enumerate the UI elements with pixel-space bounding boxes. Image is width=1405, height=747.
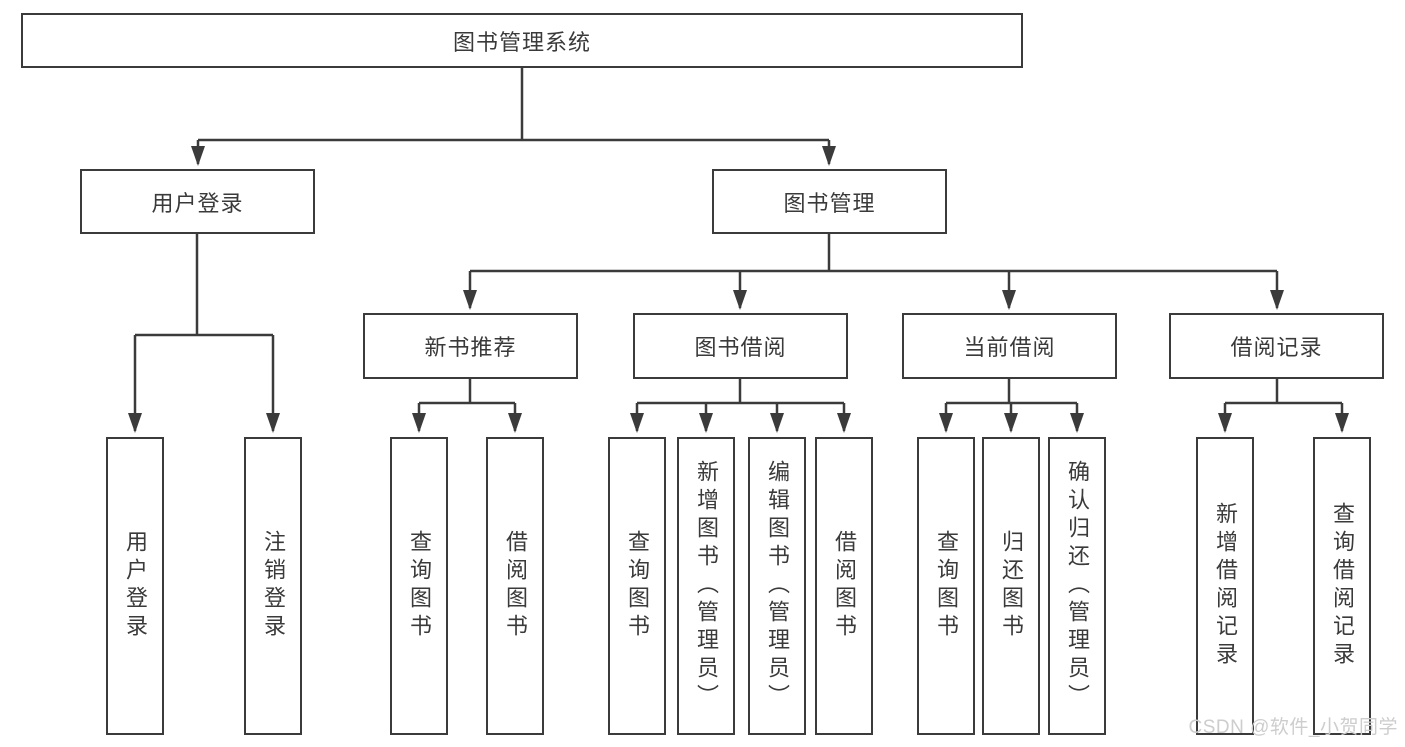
leaf-edit-book-admin: 编辑图书（管理员） [748, 437, 806, 735]
node-current-borrow: 当前借阅 [902, 313, 1117, 379]
node-book-management: 图书管理 [712, 169, 947, 234]
leaf-query-books-1: 查询图书 [390, 437, 448, 735]
node-borrow-records: 借阅记录 [1169, 313, 1384, 379]
leaf-query-books-3: 查询图书 [917, 437, 975, 735]
leaf-return-book: 归还图书 [982, 437, 1040, 735]
leaf-logout: 注销登录 [244, 437, 302, 735]
leaf-confirm-return-admin: 确认归还（管理员） [1048, 437, 1106, 735]
csdn-watermark: CSDN @软件_小贺同学 [1188, 717, 1398, 738]
node-user-login: 用户登录 [80, 169, 315, 234]
leaf-query-borrow-record: 查询借阅记录 [1313, 437, 1371, 735]
leaf-add-borrow-record: 新增借阅记录 [1196, 437, 1254, 735]
leaf-borrow-books-1: 借阅图书 [486, 437, 544, 735]
leaf-add-book-admin: 新增图书（管理员） [677, 437, 735, 735]
leaf-borrow-books-2: 借阅图书 [815, 437, 873, 735]
leaf-user-login: 用户登录 [106, 437, 164, 735]
node-new-book-recommend: 新书推荐 [363, 313, 578, 379]
node-root-system: 图书管理系统 [21, 13, 1023, 68]
node-book-borrow: 图书借阅 [633, 313, 848, 379]
leaf-query-books-2: 查询图书 [608, 437, 666, 735]
